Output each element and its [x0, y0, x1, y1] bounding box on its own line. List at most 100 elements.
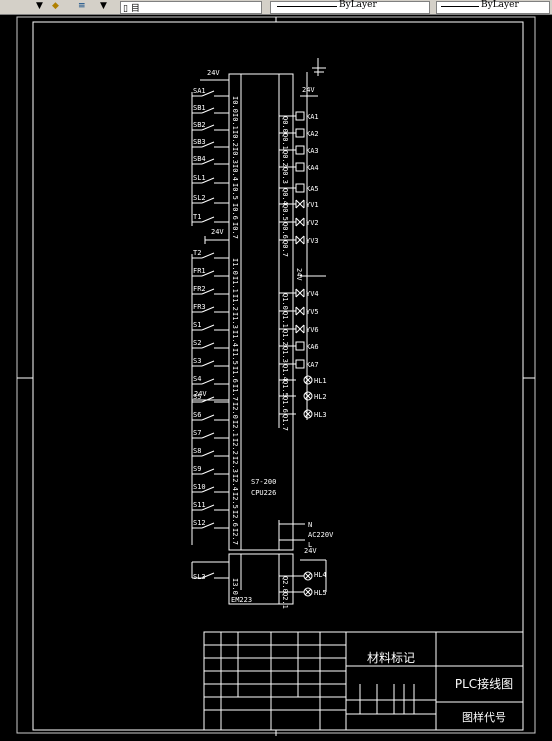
input-label-s8: S8: [193, 447, 201, 455]
terminal-Q0.7: Q0.7: [281, 240, 289, 257]
power-v-label: AC220V: [308, 531, 334, 539]
input-label-s3: S3: [193, 357, 201, 365]
output-label-ka5: KA5: [306, 185, 319, 193]
input-label-sa1: SA1: [193, 87, 206, 95]
output-label-yv4: YV4: [306, 290, 319, 298]
input-label-s12: S12: [193, 519, 206, 527]
terminal-Q0.4: Q0.4: [281, 188, 289, 205]
input-label-fr1: FR1: [193, 267, 206, 275]
input-label-s9: S9: [193, 465, 201, 473]
output-label-hl1: HL1: [314, 377, 327, 385]
terminal-Q0.1: Q0.1: [281, 133, 289, 150]
supply-24v-em: 24V: [304, 547, 317, 555]
input-label-s11: S11: [193, 501, 206, 509]
toolbar: ▼ ◆ ≡ ▼ ▯ 目 ByLayer ByLayer: [0, 0, 552, 15]
layer-select[interactable]: ▯ 目: [120, 1, 262, 14]
input-label-fr2: FR2: [193, 285, 206, 293]
terminal-I2.0: I2.0: [231, 402, 239, 419]
terminal-Q0.3: Q0.3: [281, 167, 289, 184]
terminal-I1.2: I1.2: [231, 294, 239, 311]
cpu-model-line2: CPU226: [251, 489, 276, 497]
color-select[interactable]: ByLayer: [270, 0, 430, 14]
linetype-select[interactable]: ByLayer: [436, 0, 550, 14]
material-mark-label: 材料标记: [367, 651, 415, 665]
drawing-code-label: 图样代号: [462, 710, 506, 724]
terminal-Q1.6: Q1.6: [281, 396, 289, 413]
cpu-model-line1: S7-200: [251, 478, 276, 486]
terminal-I0.6: I0.6: [231, 203, 239, 220]
output-label-ka6: KA6: [306, 343, 319, 351]
drawing-title: PLC接线图: [455, 676, 513, 691]
input-label-sl2: SL2: [193, 194, 206, 202]
terminal-I1.6: I1.6: [231, 366, 239, 383]
dropdown-icon[interactable]: ▼: [100, 1, 107, 11]
terminal-Q1.4: Q1.4: [281, 364, 289, 381]
supply-24v-right-top: 24V: [302, 86, 315, 94]
linetype-value: ByLayer: [481, 0, 519, 10]
output-label-yv5: YV5: [306, 308, 319, 316]
output-label-hl2: HL2: [314, 393, 327, 401]
terminal-I1.1: I1.1: [231, 276, 239, 293]
input-label-s7: S7: [193, 429, 201, 437]
supply-24v-lower: 24V: [194, 390, 207, 398]
terminal-Q0.5: Q0.5: [281, 204, 289, 221]
terminal-Q2.1: Q2.1: [281, 592, 289, 609]
input-label-fr3: FR3: [193, 303, 206, 311]
output-label-ka4: KA4: [306, 164, 319, 172]
terminal-I2.2: I2.2: [231, 438, 239, 455]
output-label-ka7: KA7: [306, 361, 319, 369]
supply-24v-mid: 24V: [211, 228, 224, 236]
title-block: [203, 631, 524, 731]
chevron-down-icon[interactable]: ▼: [36, 1, 43, 11]
supply-24v-top: 24V: [207, 69, 220, 77]
inner-frame: [32, 21, 524, 731]
input-label-sb2: SB2: [193, 121, 206, 129]
layer-icon[interactable]: ◆: [52, 1, 59, 11]
terminal-I1.4: I1.4: [231, 330, 239, 347]
sl3-label: SL3: [193, 573, 206, 581]
terminal-I1.7: I1.7: [231, 384, 239, 401]
terminal-Q0.2: Q0.2: [281, 150, 289, 167]
terminal-I0.5: I0.5: [231, 183, 239, 200]
input-label-s2: S2: [193, 339, 201, 347]
terminal-I3.0: I3.0: [231, 578, 239, 595]
output-label-yv6: YV6: [306, 326, 319, 334]
terminal-I2.6: I2.6: [231, 510, 239, 527]
output-label-ka1: KA1: [306, 113, 319, 121]
layer-value: ByLayer: [339, 0, 377, 10]
terminal-I2.7: I2.7: [231, 528, 239, 545]
terminal-I2.3: I2.3: [231, 456, 239, 473]
em223-module: [228, 553, 294, 605]
terminal-I1.5: I1.5: [231, 348, 239, 365]
terminal-Q0.6: Q0.6: [281, 222, 289, 239]
terminal-Q2.0: Q2.0: [281, 576, 289, 593]
output-label-ka3: KA3: [306, 147, 319, 155]
terminal-Q0.0: Q0.0: [281, 116, 289, 133]
terminal-Q1.5: Q1.5: [281, 380, 289, 397]
drawing-canvas[interactable]: SA1I0.0SB1I0.1SB2I0.2SB3I0.3SB4I0.4SL1I0…: [0, 14, 552, 741]
terminal-I1.0: I1.0: [231, 258, 239, 275]
power-l-label: L: [308, 541, 312, 549]
terminal-I2.1: I2.1: [231, 420, 239, 437]
layer-stack-icon[interactable]: ≡: [78, 1, 86, 11]
input-label-sb1: SB1: [193, 104, 206, 112]
terminal-I0.4: I0.4: [231, 164, 239, 181]
input-label-s5: S5: [193, 393, 201, 401]
terminal-I0.0: I0.0: [231, 96, 239, 113]
terminal-I1.3: I1.3: [231, 312, 239, 329]
input-label-s10: S10: [193, 483, 206, 491]
input-label-s1: S1: [193, 321, 201, 329]
supply-24v-right-mid: 24V: [295, 268, 303, 281]
input-label-sb4: SB4: [193, 155, 206, 163]
input-label-t2: T2: [193, 249, 201, 257]
terminal-I0.7: I0.7: [231, 222, 239, 239]
output-label-ka2: KA2: [306, 130, 319, 138]
terminal-Q1.2: Q1.2: [281, 329, 289, 346]
hl5-label: HL5: [314, 589, 327, 597]
input-label-s6: S6: [193, 411, 201, 419]
output-label-yv2: YV2: [306, 219, 319, 227]
power-n-label: N: [308, 521, 312, 529]
input-label-s4: S4: [193, 375, 201, 383]
input-label-sl1: SL1: [193, 174, 206, 182]
hl4-label: HL4: [314, 571, 327, 579]
